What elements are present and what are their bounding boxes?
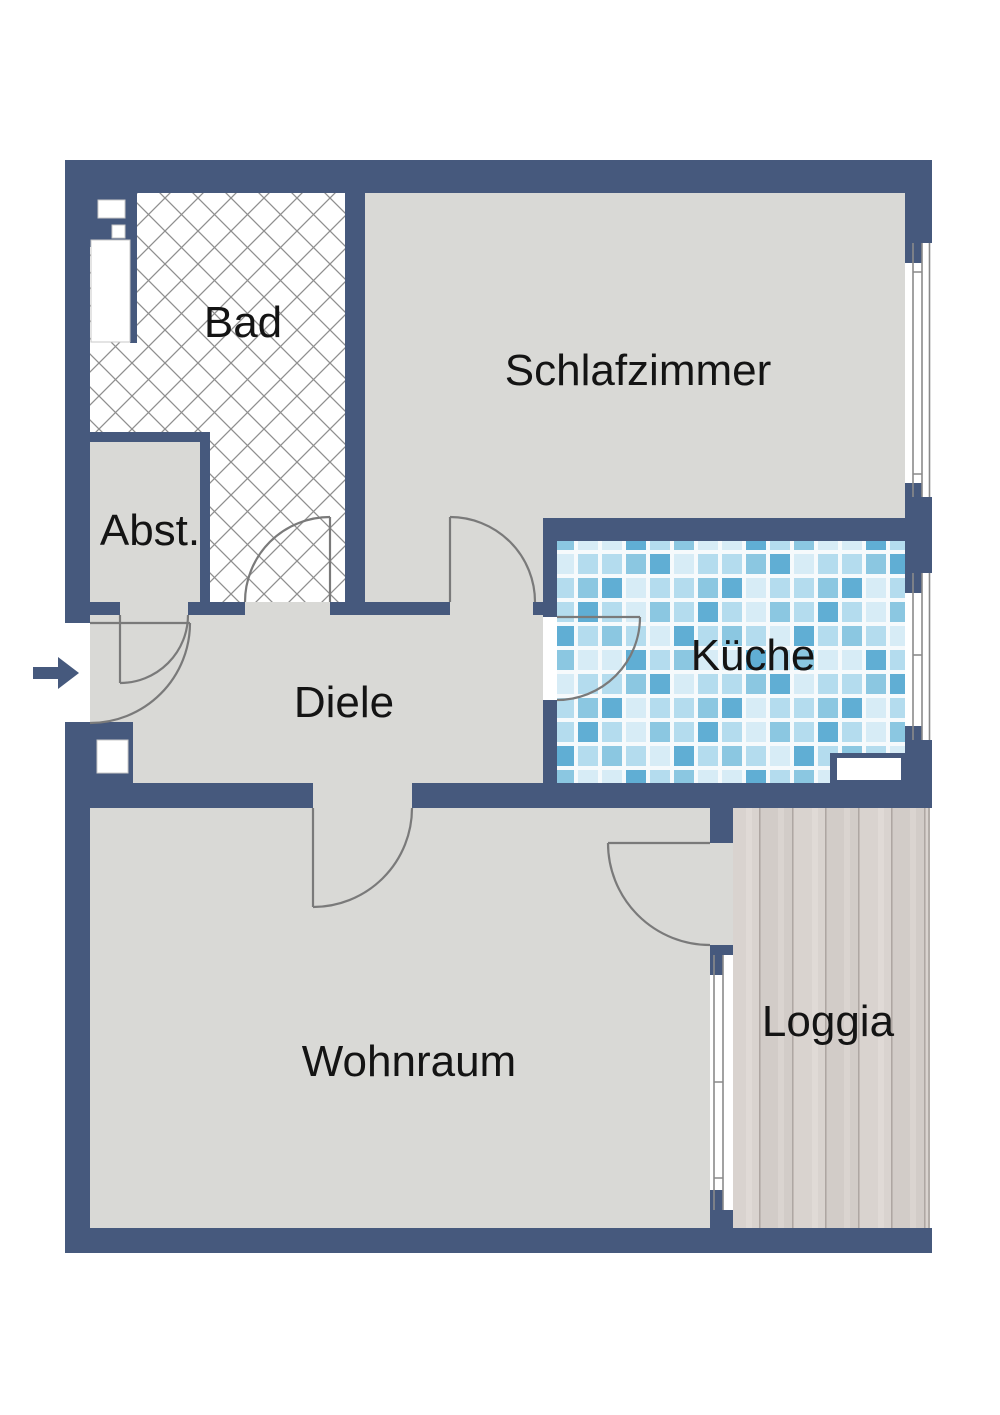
schlafzimmer-floor [365, 193, 905, 602]
window-glass [905, 593, 932, 726]
wall-segment [330, 602, 450, 615]
wall-segment [710, 808, 733, 843]
kueche-door-opening [543, 617, 557, 700]
wall-segment [710, 945, 733, 955]
fixtures [90, 199, 901, 780]
bad-label: Bad [204, 298, 282, 347]
wohnraum-door-opening [313, 783, 412, 808]
loggia-door-opening [710, 843, 733, 945]
wall-segment [345, 193, 365, 602]
wall-segment [90, 432, 210, 442]
bad-door [243, 515, 332, 603]
bad-niche [97, 199, 126, 219]
window-glass [905, 263, 932, 483]
entrance-arrow-icon [33, 657, 79, 689]
bad-shaft-block [130, 247, 137, 343]
wall-segment [65, 160, 932, 193]
kueche-floor-tiles [557, 541, 905, 783]
schlafzimmer-door [448, 515, 537, 603]
abstellraum-floor [90, 442, 200, 602]
wall-segment [412, 783, 932, 808]
wall-segment [543, 700, 557, 783]
kueche-appliance [837, 758, 901, 780]
entrance-door [89, 621, 192, 725]
wall-segment [65, 1228, 932, 1253]
bad-door-opening [245, 602, 330, 615]
windows [710, 243, 932, 1210]
wall-segment [65, 783, 313, 808]
wall-segment [90, 602, 120, 615]
wohnraum-label: Wohnraum [302, 1037, 516, 1086]
wall-segment [543, 541, 557, 617]
diele-floor [90, 615, 543, 783]
schlafzimmer-door-opening [450, 602, 533, 615]
wall-segment [188, 602, 245, 615]
kueche-label: Küche [691, 631, 816, 680]
wall-segment [905, 740, 932, 783]
wall-segment [710, 1190, 723, 1210]
wall-segment [905, 497, 932, 573]
abstellraum-label: Abst. [100, 506, 200, 555]
kueche-window [905, 573, 932, 740]
abstellraum-door [118, 614, 190, 685]
floors [65, 193, 930, 1228]
loggia-label: Loggia [762, 997, 895, 1046]
labels: Bad Schlafzimmer Abst. Diele Küche Wohnr… [100, 298, 895, 1086]
walls [65, 160, 932, 1253]
abst-door-opening [120, 602, 188, 615]
doors [89, 515, 711, 947]
wall-segment [543, 518, 905, 541]
wohnraum-floor [90, 808, 710, 1228]
kueche-door [556, 615, 642, 702]
wall-segment [905, 193, 932, 243]
wall-segment [710, 1210, 733, 1228]
duct-niche [96, 739, 129, 774]
diele-label: Diele [294, 678, 394, 727]
bad-niche-small [111, 224, 126, 239]
loggia-door [606, 841, 711, 947]
bathtub [90, 239, 131, 343]
wall-segment [710, 955, 723, 975]
wall-segment [200, 442, 210, 602]
loggia-window [710, 955, 733, 1210]
wall-segment [65, 723, 90, 1253]
schlafzimmer-window [905, 243, 932, 497]
schlafzimmer-label: Schlafzimmer [505, 346, 772, 395]
wall-segment [65, 160, 90, 623]
loggia-floor-wood [733, 808, 930, 1228]
wohnraum-door [311, 807, 414, 909]
